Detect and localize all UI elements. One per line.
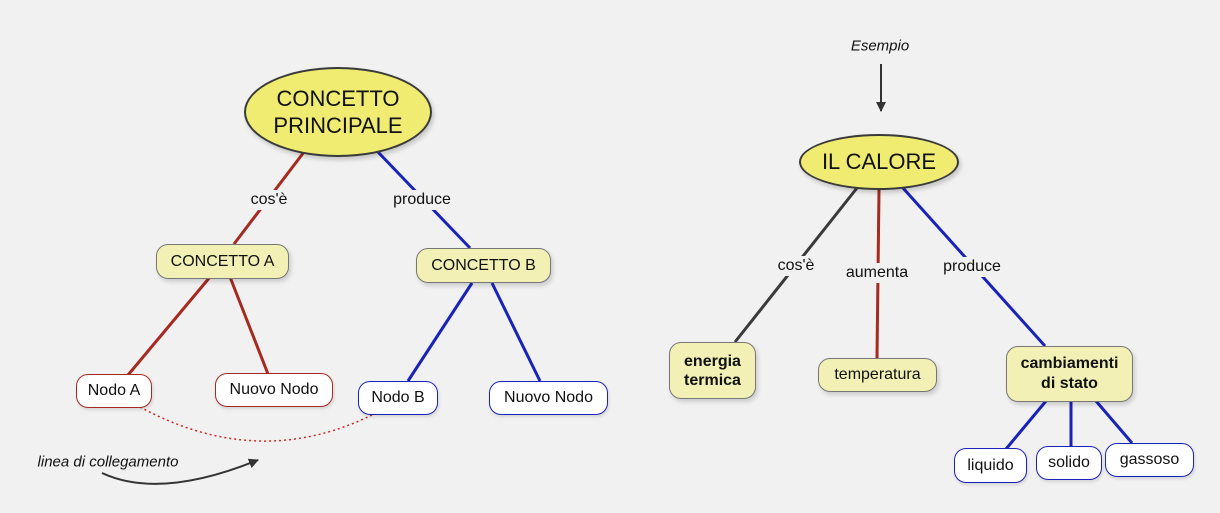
new-node-b[interactable]: Nuovo Nodo bbox=[489, 381, 608, 415]
concept-a-label: CONCETTO A bbox=[170, 252, 275, 270]
main-concept-node[interactable]: CONCETTO PRINCIPALE bbox=[244, 67, 432, 157]
node-a-label: Nodo A bbox=[87, 382, 141, 399]
solido-label: solido bbox=[1048, 454, 1090, 471]
temperatura-label: temperatura bbox=[834, 366, 921, 383]
concept-b-label: CONCETTO B bbox=[431, 256, 536, 274]
node-a[interactable]: Nodo A bbox=[76, 374, 152, 408]
new-node-b-label: Nuovo Nodo bbox=[504, 389, 593, 406]
connection-line-label: linea di collegamento bbox=[37, 453, 179, 471]
gassoso-label: gassoso bbox=[1119, 451, 1180, 468]
link-concept-b-to-new-node-b bbox=[490, 282, 542, 382]
cambiamenti-stato-label: cambiamenti di stato bbox=[1020, 355, 1119, 392]
new-node-a-label: Nuovo Nodo bbox=[229, 381, 319, 398]
liquido-node[interactable]: liquido bbox=[954, 448, 1027, 483]
main-concept-label: CONCETTO PRINCIPALE bbox=[273, 86, 403, 138]
link-label-cose: cos'è bbox=[247, 190, 291, 210]
connection-annotation-arrow bbox=[101, 458, 259, 485]
link-cambiamenti-to-gassoso bbox=[1094, 400, 1134, 444]
liquido-label: liquido bbox=[967, 456, 1014, 474]
concept-b-node[interactable]: CONCETTO B bbox=[416, 248, 551, 283]
concept-a-node[interactable]: CONCETTO A bbox=[156, 244, 289, 279]
link-label-right-cose: cos'è bbox=[774, 256, 818, 276]
node-b-label: Nodo B bbox=[371, 389, 425, 406]
new-node-a[interactable]: Nuovo Nodo bbox=[215, 373, 333, 407]
cross-link-dotted bbox=[139, 406, 377, 442]
link-concept-a-to-new-node-a bbox=[228, 276, 270, 375]
temperatura-node[interactable]: temperatura bbox=[818, 358, 937, 392]
energia-termica-label: energia termica bbox=[684, 352, 741, 389]
link-cambiamenti-to-liquido bbox=[1004, 400, 1048, 450]
gassoso-node[interactable]: gassoso bbox=[1105, 443, 1194, 477]
link-label-produce: produce bbox=[390, 190, 454, 210]
calore-node[interactable]: IL CALORE bbox=[799, 134, 959, 190]
link-concept-b-to-node-b bbox=[406, 282, 474, 382]
link-label-aumenta: aumenta bbox=[842, 263, 912, 283]
node-b[interactable]: Nodo B bbox=[358, 381, 438, 415]
solido-node[interactable]: solido bbox=[1036, 446, 1102, 480]
link-concept-a-to-node-a bbox=[126, 276, 212, 376]
example-label: Esempio bbox=[850, 37, 910, 55]
link-label-right-produce: produce bbox=[940, 257, 1004, 277]
cambiamenti-stato-node[interactable]: cambiamenti di stato bbox=[1006, 346, 1133, 402]
energia-termica-node[interactable]: energia termica bbox=[669, 342, 756, 399]
calore-label: IL CALORE bbox=[821, 149, 937, 174]
